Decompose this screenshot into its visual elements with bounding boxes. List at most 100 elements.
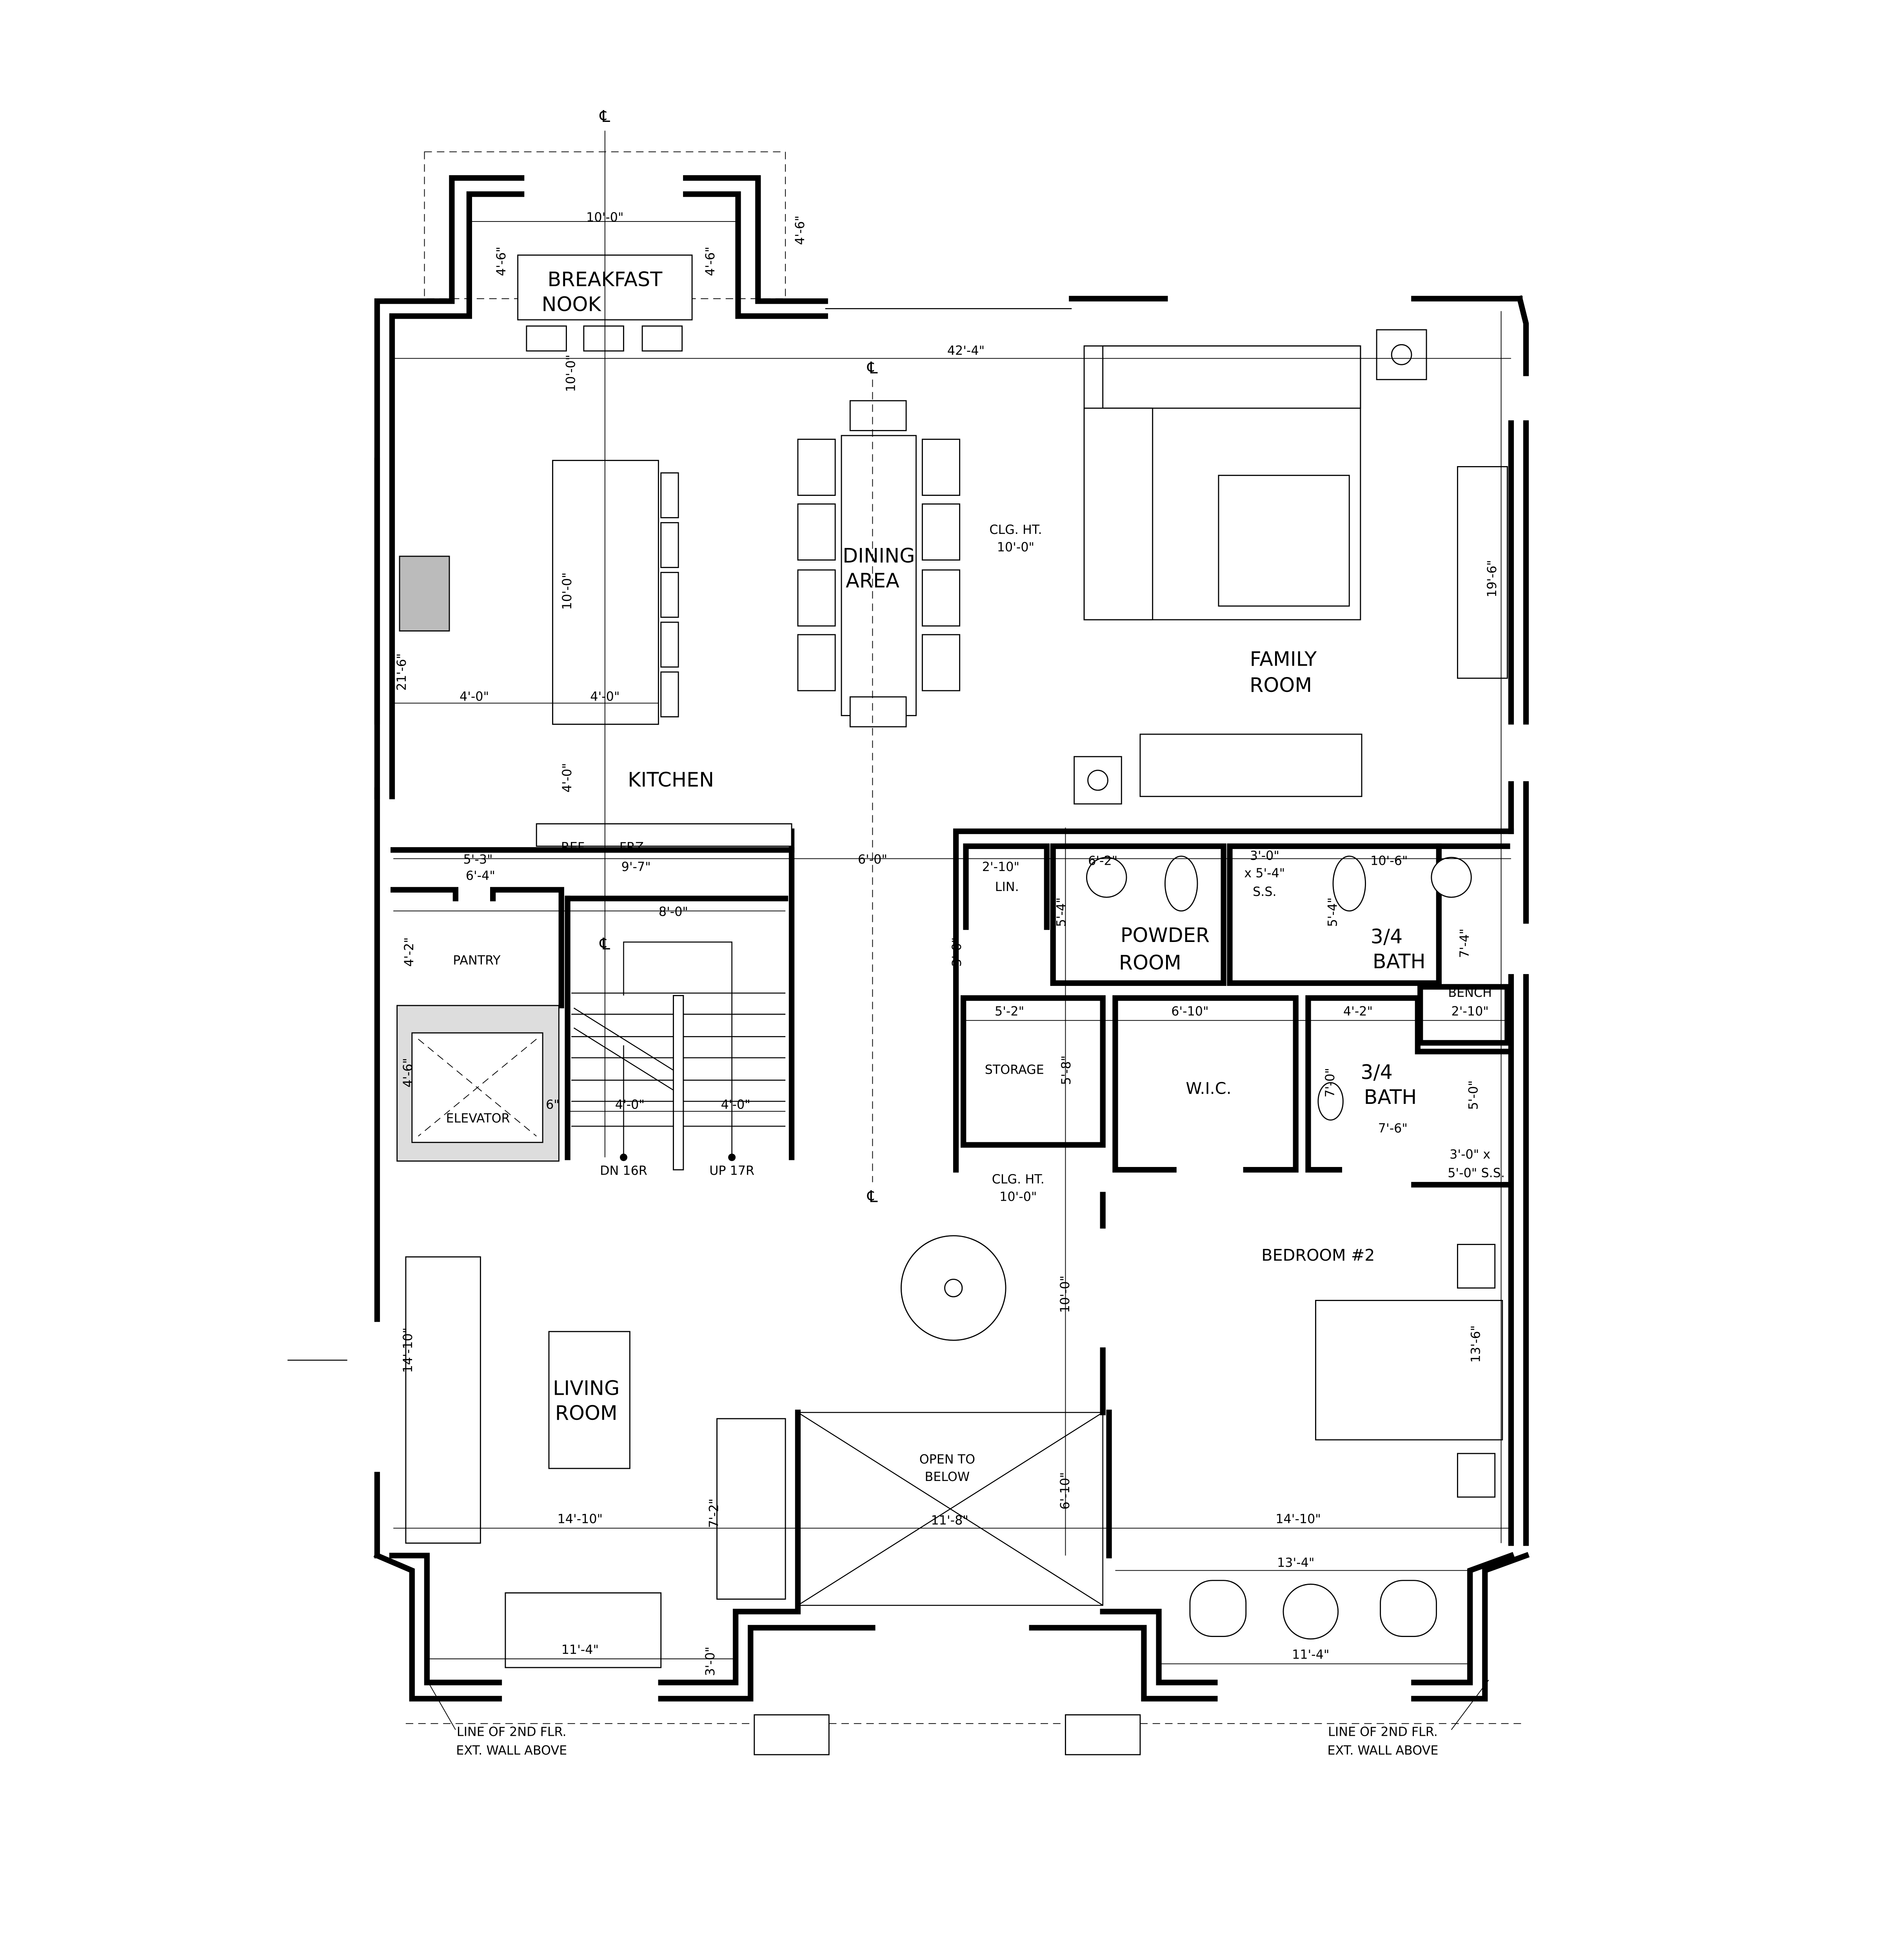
note-left: EXT. WALL ABOVE: [456, 1744, 567, 1758]
ceiling-height-label: CLG. HT.: [989, 523, 1042, 537]
living-couch: [505, 1592, 662, 1668]
dimension-label: 4'-0": [460, 690, 489, 704]
dimension-label: 10'-0": [560, 572, 574, 610]
dimension-label: 7'-0": [1323, 1068, 1337, 1097]
open-to-below-label: OPEN TO: [919, 1452, 975, 1466]
exterior-walls: [373, 175, 1530, 1755]
dimension-label: 7'-4": [1458, 929, 1472, 958]
wic-label: W.I.C.: [1186, 1079, 1231, 1098]
dimension-label: 11'-8": [931, 1514, 968, 1528]
dining-area-label: DINING: [843, 544, 915, 567]
centerline-marks: ℄ ℄ ℄ ℄: [599, 107, 878, 1206]
dimension-label: 5'-0": [1466, 1080, 1481, 1110]
dimension-labels: 10'-0" 42'-4" 4'-0" 4'-0" 5'-3" 9'-7" 6'…: [460, 211, 1489, 1662]
shower-note: 3'-0" x: [1450, 1148, 1490, 1162]
coffee-table: [548, 1331, 630, 1469]
breakfast-nook-label: BREAKFAST: [547, 268, 663, 291]
powder-room-label: POWDER: [1121, 924, 1210, 947]
storage-label: STORAGE: [985, 1063, 1044, 1077]
dimension-label: 4'-2": [402, 937, 416, 967]
centerline-icon: ℄: [867, 358, 878, 377]
dimension-label: 19'-6": [1485, 560, 1499, 597]
bath-b-label: BATH: [1364, 1085, 1417, 1109]
kitchen-island: [552, 460, 659, 725]
kitchen-label: KITCHEN: [628, 768, 714, 791]
dimension-label: 4'-0": [590, 690, 619, 704]
bath-a-label: 3/4: [1371, 925, 1403, 948]
stair-up-marker: [728, 1153, 736, 1161]
centerline-icon: ℄: [867, 1187, 878, 1206]
centerline-icon: ℄: [599, 935, 610, 953]
interior-walls: [391, 828, 1514, 1606]
dimension-label: 6'-10": [1058, 1472, 1072, 1510]
dimension-label: 10'-0": [586, 211, 623, 225]
dimension-lines: [393, 131, 1511, 1730]
ceiling-height-label: CLG. HT.: [992, 1172, 1045, 1187]
frz-label: FRZ.: [619, 840, 648, 854]
ottoman: [1218, 475, 1350, 607]
stair-down-marker: [619, 1153, 627, 1161]
dimension-label: 6'-4": [466, 869, 495, 883]
dimension-label: 5'-8": [1059, 1056, 1074, 1085]
dimension-label: 11'-4": [1292, 1648, 1329, 1662]
shower-note: x 5'-4": [1244, 866, 1285, 880]
dimension-label: 13'-6": [1469, 1325, 1483, 1363]
stair-down-label: DN 16R: [600, 1164, 647, 1178]
ceiling-height-value: 10'-0": [997, 540, 1034, 554]
dimension-label: 4'-6": [401, 1058, 415, 1087]
note-right: EXT. WALL ABOVE: [1328, 1744, 1439, 1758]
bench-label: BENCH: [1448, 986, 1492, 1000]
dimension-label: 14'-10": [558, 1512, 603, 1526]
dimension-label: 2'-10": [1451, 1004, 1489, 1018]
bed: [1315, 1300, 1503, 1441]
living-room-label: LIVING: [553, 1377, 619, 1400]
note-right: LINE OF 2ND FLR.: [1328, 1725, 1438, 1739]
dimension-label: 21'-6": [395, 653, 409, 691]
dimension-label: 7'-2": [707, 1499, 721, 1528]
open-to-below-label: BELOW: [925, 1470, 970, 1484]
shower-note: 5'-0" S.S.: [1448, 1166, 1505, 1180]
dimension-label: 4'-0": [721, 1098, 750, 1112]
living-room-label: ROOM: [555, 1401, 618, 1425]
dimension-label: 10'-6": [1370, 854, 1408, 868]
pantry-label: PANTRY: [453, 953, 501, 967]
vertical-dimension-labels: 4'-6" 4'-6" 4'-6" 10'-0" 10'-0" 19'-6" 2…: [395, 216, 1499, 1676]
dimension-label: 6'-2": [1088, 854, 1117, 868]
dimension-label: 4'-6": [703, 247, 718, 276]
ref-label: REF.: [561, 840, 587, 854]
dimension-label: 3'-0": [950, 937, 964, 967]
breakfast-nook-label: NOOK: [542, 293, 602, 316]
stair-up-label: UP 17R: [709, 1164, 754, 1178]
dimension-label: 2'-10": [982, 860, 1019, 874]
powder-room-label: ROOM: [1119, 951, 1181, 974]
dimension-label: 7'-6": [1378, 1122, 1408, 1136]
room-labels: BREAKFAST NOOK DINING AREA FAMILY ROOM K…: [446, 268, 1504, 1758]
furniture: [399, 254, 1508, 1668]
sofa: [1139, 733, 1362, 797]
dimension-label: 6": [546, 1098, 560, 1112]
dimension-label: 13'-4": [1277, 1556, 1314, 1570]
centerline-icon: ℄: [599, 107, 610, 126]
dimension-label: 8'-0": [659, 905, 688, 919]
bath-b-label: 3/4: [1361, 1060, 1393, 1083]
ceiling-height-value: 10'-0": [999, 1190, 1037, 1204]
dimension-label: 5'-4": [1054, 897, 1068, 927]
dimension-label: 4'-0": [560, 763, 574, 793]
note-left: LINE OF 2ND FLR.: [457, 1725, 567, 1739]
dimension-label: 4'-2": [1343, 1004, 1373, 1018]
dimension-label: 5'-3": [463, 853, 492, 867]
dimension-label: 42'-4": [947, 344, 985, 358]
dimension-label: 5'-2": [995, 1004, 1024, 1018]
range: [399, 555, 450, 632]
dimension-label: 4'-6": [494, 247, 509, 276]
dimension-label: 10'-0": [1058, 1276, 1072, 1313]
dimension-label: 9'-7": [621, 860, 651, 874]
dimension-label: 4'-6": [793, 216, 807, 245]
dining-table: [841, 435, 917, 716]
shower-note: S.S.: [1253, 885, 1276, 899]
tv-console: [1457, 466, 1508, 679]
dimension-label: 14'-10": [401, 1328, 415, 1373]
dimension-label: 6'-0": [858, 853, 887, 867]
dimension-label: 10'-0": [564, 355, 578, 392]
elevator-label: ELEVATOR: [446, 1111, 510, 1125]
